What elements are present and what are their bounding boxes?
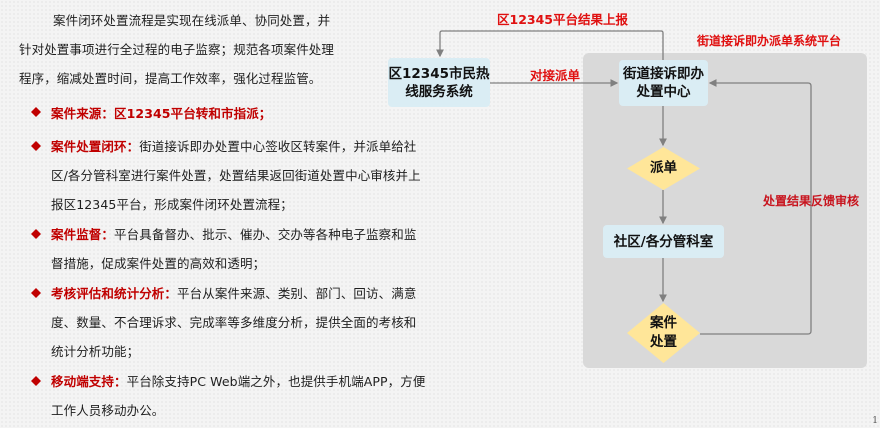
- intro-line-1: 案件闭环处置流程是实现在线派单、协同处置，并: [53, 13, 331, 28]
- box-text: 区12345市民热: [388, 65, 490, 82]
- diamond-bullet-icon: [31, 288, 41, 298]
- intro-line-2: 针对处置事项进行全过程的电子监察；规范各项案件处理: [19, 42, 335, 57]
- bullet-evaluation: 考核评估和统计分析：平台从案件来源、类别、部门、回访、满意: [51, 283, 416, 302]
- bullet-text: 督措施，促成案件处置的高效和透明；: [51, 256, 266, 271]
- bullet-mobile: 移动端支持：平台除支持PC Web端之外，也提供手机端APP，方便: [51, 371, 425, 390]
- diamond-text-line: 处置: [650, 334, 677, 350]
- platform-title: 街道接诉即办派单系统平台: [697, 34, 842, 48]
- bullet-text: 平台从案件来源、类别、部门、回访、满意: [177, 286, 417, 301]
- disposal-center-box: 街道接诉即办处置中心: [619, 60, 708, 106]
- bullet-supervision: 案件监督：平台具备督办、批示、催办、交办等各种电子监察和监: [51, 224, 416, 243]
- feedback-review-label: 处置结果反馈审核: [763, 194, 860, 208]
- bullet-closed-loop: 案件处置闭环：街道接诉即办处置中心签收区转案件，并派单给社: [51, 136, 416, 155]
- diamond-text: 案件处置: [627, 303, 700, 363]
- diamond-bullet-icon: [31, 229, 41, 239]
- dispatch-link-label: 对接派单: [530, 68, 581, 83]
- diamond-bullet-icon: [31, 107, 41, 117]
- box-text: 线服务系统: [405, 83, 473, 100]
- bullet-text: 区/各分管科室进行案件处置，处置结果返回街道处置中心审核并上: [51, 168, 421, 183]
- report-up-label: 区12345平台结果上报: [497, 12, 628, 27]
- bullet-text: 统计分析功能；: [51, 344, 140, 359]
- bullet-title: 案件处置闭环：: [51, 139, 140, 154]
- department-box: 社区/各分管科室: [603, 225, 724, 258]
- bullet-text: 度、数量、不合理诉求、完成率等多维度分析，提供全面的考核和: [51, 315, 417, 330]
- diamond-text: 派单: [650, 160, 677, 176]
- box-text: 街道接诉即办: [623, 66, 704, 82]
- bullet-text: 工作人员移动办公。: [51, 403, 165, 418]
- case-handling-decision: 案件处置: [627, 303, 700, 363]
- hotline-system-box: 区12345市民热线服务系统: [388, 58, 490, 107]
- bullet-title: 案件监督：: [51, 227, 115, 242]
- page-number: 1: [872, 416, 878, 426]
- box-text: 处置中心: [636, 84, 691, 100]
- diamond-text-line: 案件: [650, 315, 677, 331]
- intro-line-3: 程序，缩减处置时间，提高工作效率，强化过程监管。: [19, 71, 322, 86]
- bullet-text: 平台具备督办、批示、催办、交办等各种电子监察和监: [114, 227, 417, 242]
- bullet-text: 报区12345平台，形成案件闭环处置流程；: [51, 197, 293, 212]
- diamond-bullet-icon: [31, 141, 41, 151]
- bullet-title: 移动端支持：: [51, 374, 127, 389]
- bullet-case-source: 案件来源：区12345平台转和市指派；: [51, 106, 272, 121]
- bullet-title: 考核评估和统计分析：: [51, 286, 178, 301]
- diamond-bullet-icon: [31, 376, 41, 386]
- bullet-text: 平台除支持PC Web端之外，也提供手机端APP，方便: [126, 374, 426, 389]
- bullet-text: 街道接诉即办处置中心签收区转案件，并派单给社: [139, 139, 417, 154]
- dispatch-decision: 派单: [627, 147, 700, 190]
